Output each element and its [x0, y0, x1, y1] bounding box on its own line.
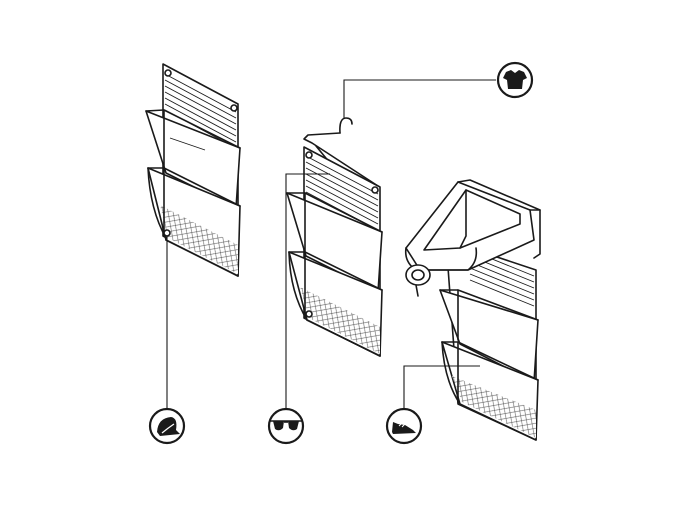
grommet: [230, 104, 238, 112]
organizer-left: [145, 63, 241, 408]
organizer-right: [403, 179, 541, 441]
hanger-hook: [339, 117, 353, 134]
tshirt-icon: [496, 61, 534, 99]
grommet: [371, 186, 379, 194]
leader-line: [343, 79, 496, 118]
clamp-slot: [423, 189, 521, 251]
shoe-icon: [385, 407, 423, 445]
leader-line: [403, 365, 480, 408]
grommet: [305, 310, 313, 318]
organizer-center: [285, 79, 496, 408]
grommet: [305, 151, 313, 159]
sunglasses-icon: [267, 407, 305, 445]
mesh-area: [160, 205, 238, 274]
panel-stripes: [305, 155, 379, 231]
grommet: [164, 69, 172, 77]
leader-line: [285, 173, 330, 408]
grommet: [163, 229, 171, 237]
hat-icon: [148, 407, 186, 445]
mesh-area: [452, 376, 536, 438]
mesh-area: [300, 287, 380, 354]
